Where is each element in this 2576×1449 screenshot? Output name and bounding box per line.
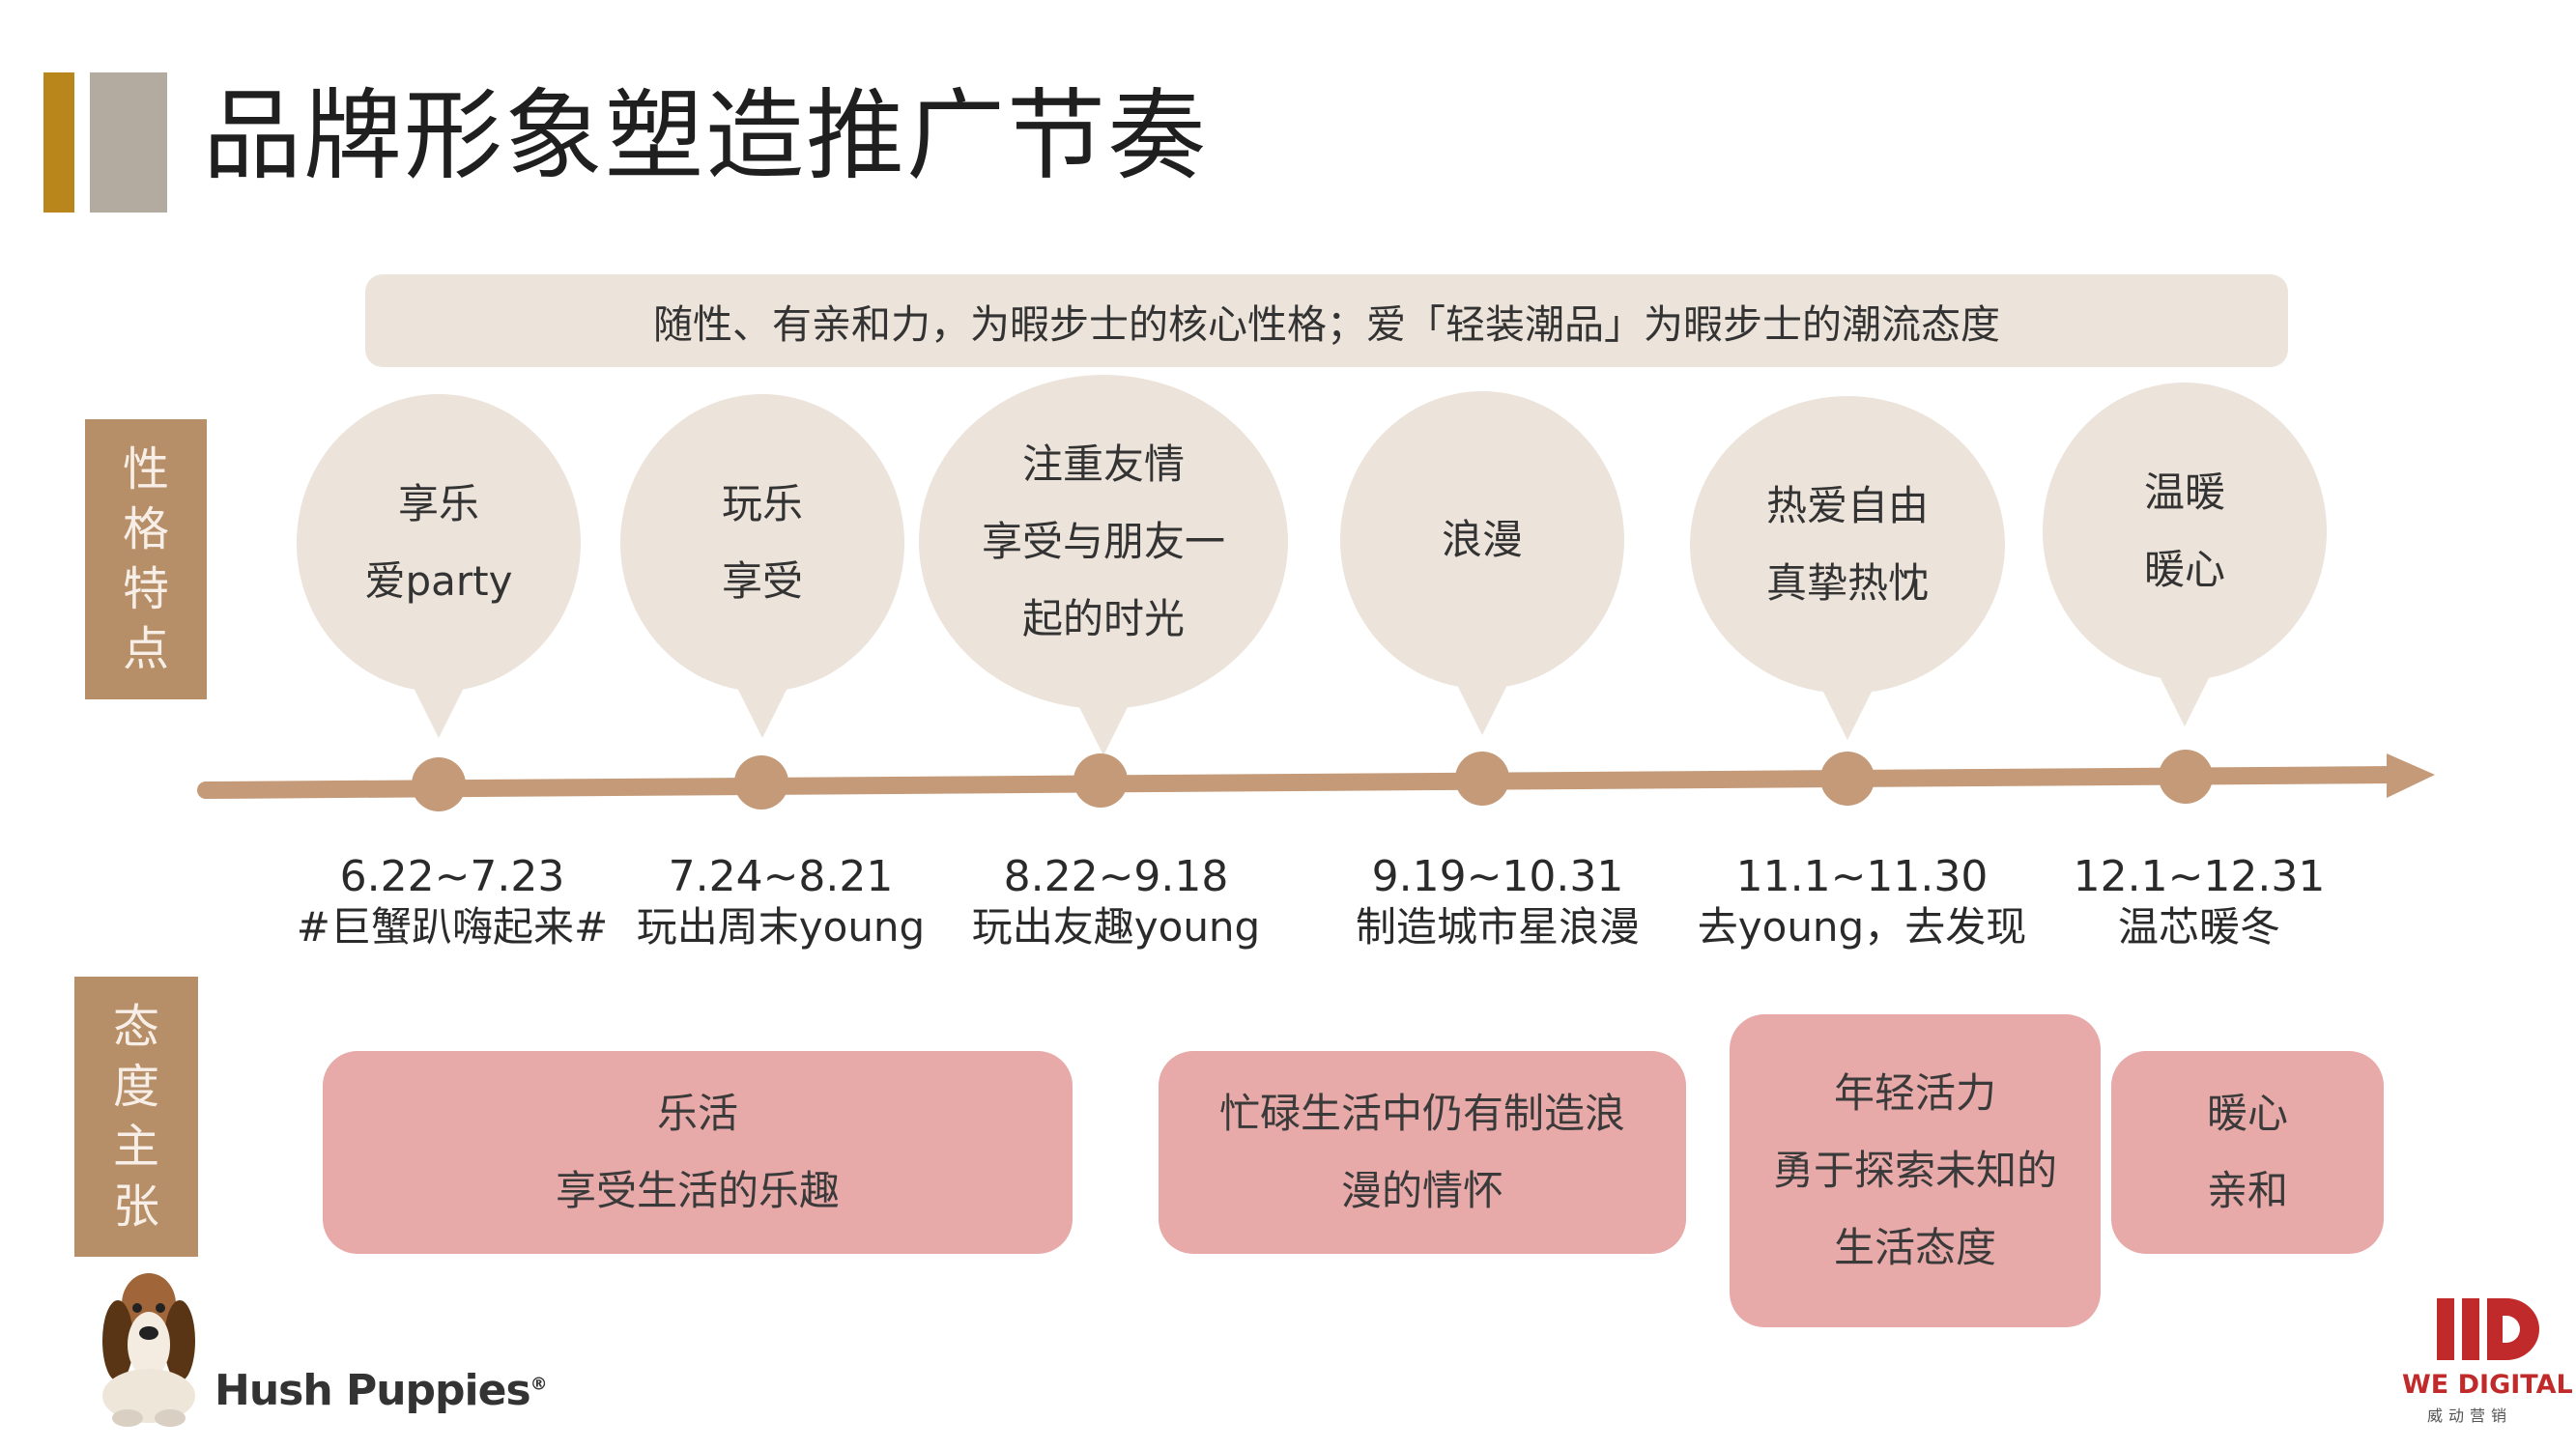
bubble-line: 玩乐	[721, 480, 803, 527]
bubble-line: 热爱自由	[1765, 482, 1929, 529]
trait-bubble-4: 浪漫	[1340, 391, 1624, 735]
trait-bubble-2: 玩乐 享受	[620, 394, 904, 738]
title-accent-bar-gold	[43, 72, 74, 213]
bubble-tail	[1076, 701, 1131, 755]
attitude-line: 享受生活的乐趣	[555, 1167, 840, 1214]
attitude-label-char: 张	[112, 1179, 159, 1234]
trait-bubble-5: 热爱自由 真挚热忱	[1690, 396, 2005, 740]
attitude-line: 年轻活力	[1833, 1069, 1996, 1117]
attitude-label-char: 主	[112, 1120, 159, 1174]
bubble-line: 享乐	[397, 480, 479, 527]
bubble-tail	[1455, 681, 1509, 735]
timeline-dot	[1820, 752, 1875, 806]
attitude-line: 亲和	[2206, 1167, 2288, 1214]
page-title: 品牌形象塑造推广节奏	[203, 79, 1208, 194]
bubble-line: 暖心	[2143, 546, 2225, 593]
attitude-line: 漫的情怀	[1340, 1167, 1503, 1214]
timeline-period-5: 11.1~11.30 去young，去发现	[1688, 852, 2036, 952]
period-date: 11.1~11.30	[1735, 852, 1989, 901]
arrow-head-icon	[2387, 753, 2435, 798]
brand-name: Hush Puppies	[215, 1366, 531, 1415]
attitude-label-char: 度	[112, 1060, 159, 1114]
trait-label-char: 点	[122, 622, 169, 676]
attitude-line: 乐活	[656, 1090, 738, 1137]
timeline-period-2: 7.24~8.21 玩出周末young	[607, 852, 955, 952]
trait-section-label: 性 格 特 点	[85, 419, 207, 699]
bubble-line: 享受与朋友一	[981, 518, 1225, 565]
we-digital-logo-mark	[2437, 1298, 2539, 1360]
attitude-box-3: 年轻活力 勇于探索未知的 生活态度	[1730, 1014, 2101, 1327]
period-date: 9.19~10.31	[1371, 852, 1624, 901]
bubble-line: 注重友情	[1021, 440, 1185, 488]
period-theme: 温芯暖冬	[2117, 903, 2280, 951]
period-theme: 玩出周末young	[636, 903, 926, 951]
period-date: 8.22~9.18	[1003, 852, 1229, 901]
timeline-period-4: 9.19~10.31 制造城市星浪漫	[1324, 852, 1672, 952]
attitude-line: 忙碌生活中仍有制造浪	[1218, 1090, 1625, 1137]
timeline-period-1: 6.22~7.23 #巨蟹趴嗨起来#	[278, 852, 626, 952]
agency-wordmark: WE DIGITAL	[2402, 1370, 2573, 1400]
attitude-box-4: 暖心 亲和	[2111, 1051, 2384, 1254]
period-theme: 去young，去发现	[1697, 903, 2027, 951]
period-theme: 玩出友趣young	[971, 903, 1261, 951]
trait-label-char: 格	[122, 502, 169, 556]
core-positioning-banner: 随性、有亲和力，为暇步士的核心性格；爱「轻装潮品」为暇步士的潮流态度	[365, 274, 2288, 367]
trait-bubble-1: 享乐 爱party	[297, 394, 581, 738]
period-theme: #巨蟹趴嗨起来#	[296, 903, 609, 951]
bubble-line: 享受	[721, 557, 803, 605]
attitude-section-label: 态 度 主 张	[74, 977, 198, 1257]
bubble-tail	[412, 684, 466, 738]
attitude-line: 生活态度	[1833, 1224, 1996, 1271]
timeline-dot	[1073, 753, 1128, 808]
hush-puppies-dog-logo	[102, 1273, 195, 1427]
attitude-box-1: 乐活 享受生活的乐趣	[323, 1051, 1073, 1254]
agency-subtitle: 威动营销	[2427, 1406, 2513, 1425]
period-date: 6.22~7.23	[339, 852, 565, 901]
timeline-dot	[734, 755, 788, 810]
timeline-period-3: 8.22~9.18 玩出友趣young	[942, 852, 1290, 952]
timeline-dot	[1455, 752, 1509, 806]
bubble-line: 起的时光	[1021, 595, 1185, 642]
timeline-dot	[2159, 750, 2213, 804]
hush-puppies-wordmark: Hush Puppies®	[215, 1366, 548, 1415]
timeline-period-6: 12.1~12.31 温芯暖冬	[2025, 852, 2373, 952]
attitude-label-char: 态	[112, 1000, 159, 1054]
bubble-line: 爱party	[364, 557, 513, 605]
bubble-tail	[735, 684, 789, 738]
trait-bubble-6: 温暖 暖心	[2043, 383, 2327, 726]
period-theme: 制造城市星浪漫	[1355, 903, 1640, 951]
trait-label-char: 特	[122, 562, 169, 616]
bubble-tail	[2158, 672, 2212, 726]
attitude-line: 暖心	[2206, 1090, 2288, 1137]
bubble-line: 温暖	[2143, 469, 2225, 516]
period-date: 7.24~8.21	[668, 852, 894, 901]
bubble-tail	[1820, 686, 1875, 740]
brand-registered-mark: ®	[530, 1374, 548, 1395]
title-accent-bar-gray	[90, 72, 167, 213]
bubble-line: 浪漫	[1441, 516, 1523, 563]
trait-bubble-3: 注重友情 享受与朋友一 起的时光	[919, 375, 1288, 755]
trait-label-char: 性	[122, 442, 169, 497]
period-date: 12.1~12.31	[2073, 852, 2326, 901]
attitude-line: 勇于探索未知的	[1772, 1147, 2057, 1194]
bubble-line: 真挚热忱	[1765, 559, 1929, 607]
timeline-dot	[412, 757, 466, 811]
attitude-box-2: 忙碌生活中仍有制造浪 漫的情怀	[1159, 1051, 1686, 1254]
